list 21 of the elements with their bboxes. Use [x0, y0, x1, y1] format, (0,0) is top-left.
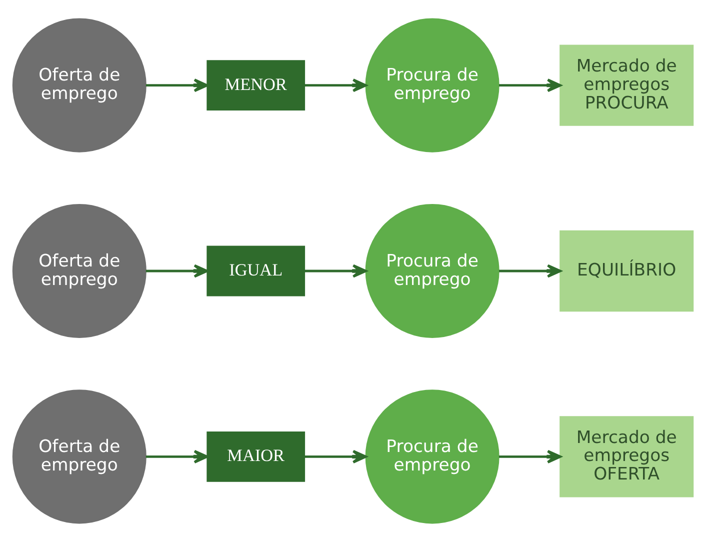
arrow [499, 78, 562, 92]
node-circle: Procura de emprego [365, 18, 500, 152]
node-box: Mercado de empregos PROCURA [560, 44, 694, 126]
node-circle: Oferta de emprego [12, 18, 146, 152]
node-circle: Procura de emprego [365, 204, 500, 338]
node-circle: Oferta de emprego [12, 390, 146, 524]
node-circle: Oferta de emprego [12, 204, 146, 338]
arrow [146, 450, 208, 464]
node-box: Mercado de empregos OFERTA [560, 416, 694, 498]
arrow [304, 78, 367, 92]
arrow [304, 450, 367, 464]
arrow [499, 450, 562, 464]
node-box: MAIOR [206, 431, 306, 482]
arrow [146, 264, 208, 278]
arrow [146, 78, 208, 92]
arrow [499, 264, 562, 278]
node-box: MENOR [206, 60, 306, 111]
node-box: EQUILÍBRIO [560, 230, 694, 312]
node-circle: Procura de emprego [365, 390, 500, 524]
node-box: IGUAL [206, 246, 306, 296]
arrow [304, 264, 367, 278]
